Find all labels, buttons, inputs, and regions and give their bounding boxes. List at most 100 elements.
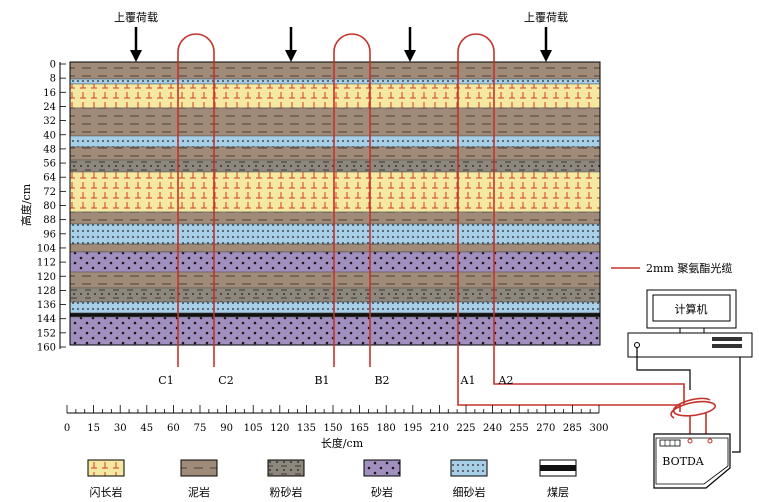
y-axis-title: 高度/cm [19, 183, 33, 226]
y-tick-label: 40 [43, 130, 56, 141]
load-arrow [130, 27, 142, 62]
stratum-layer [69, 243, 601, 253]
y-tick-label: 120 [37, 272, 56, 283]
rock-strata [69, 61, 601, 346]
fiber-legend-label: 2mm 聚氨酯光缆 [646, 261, 732, 275]
y-tick-label: 48 [43, 144, 56, 155]
y-tick-label: 112 [37, 258, 56, 269]
fiber-loop-a [457, 33, 685, 404]
x-tick-label: 60 [167, 423, 180, 434]
fiber-label-c1: C1 [158, 374, 173, 387]
y-tick-label: 0 [50, 60, 56, 71]
x-tick-label: 270 [536, 423, 555, 434]
legend-label-granite: 闪长岩 [90, 485, 123, 499]
stratum-layer [69, 83, 601, 109]
fiber-lead-a1 [457, 400, 681, 412]
x-tick-label: 120 [270, 423, 289, 434]
x-tick-label: 30 [114, 423, 127, 434]
x-tick-label: 255 [510, 423, 529, 434]
x-tick-label: 180 [377, 423, 396, 434]
x-tick-label: 150 [323, 423, 342, 434]
fiber-label-b1: B1 [314, 374, 329, 387]
botda-device [653, 433, 731, 489]
legend-item-sandstone: 砂岩 [363, 459, 401, 499]
fiber-label-c2: C2 [218, 374, 233, 387]
x-tick-label: 0 [64, 423, 70, 434]
load-arrow [404, 27, 416, 62]
x-tick-label: 195 [403, 423, 422, 434]
legend-label-sandstone: 砂岩 [371, 485, 393, 499]
computer-label: 计算机 [675, 302, 708, 316]
x-tick-label: 300 [589, 423, 608, 434]
y-tick-label: 88 [43, 215, 56, 226]
y-tick-label: 64 [43, 173, 56, 184]
stratum-layer [69, 159, 601, 173]
y-tick-label: 96 [43, 229, 56, 240]
legend-item-granite: 闪长岩 [87, 459, 125, 499]
stratum-layer [69, 211, 601, 225]
y-tick-label: 136 [37, 300, 56, 311]
stratum-layer [69, 251, 601, 273]
fiber-label-b2: B2 [374, 374, 389, 387]
y-tick-label: 152 [37, 328, 56, 339]
y-axis: 0 8 16 24 32 40 48 56 64 72 80 88 96 104 112 120 128 136 1… [37, 60, 66, 354]
x-axis-title: 长度/cm [321, 436, 364, 450]
legend-label-mudstone: 泥岩 [188, 485, 210, 499]
y-tick-label: 8 [50, 74, 56, 85]
stratum-layer [69, 107, 601, 137]
legend: 闪长岩 泥岩 粉砂岩 砂岩 细砂岩 煤层 [87, 459, 577, 499]
stratum-layer [69, 146, 601, 161]
load-arrow [285, 27, 297, 62]
stratum-layer [69, 135, 601, 148]
fiber-loops [177, 33, 717, 434]
x-tick-label: 105 [244, 423, 263, 434]
y-tick-label: 104 [37, 243, 56, 254]
x-tick-label: 135 [297, 423, 316, 434]
stratum-layer [69, 171, 601, 213]
x-tick-label: 165 [350, 423, 369, 434]
y-tick-label: 128 [37, 286, 56, 297]
stratum-layer [69, 312, 601, 318]
x-tick-label: 285 [563, 423, 582, 434]
legend-label-coal: 煤层 [547, 486, 569, 499]
stratum-layer [69, 271, 601, 289]
fiber-loop-c [177, 33, 215, 367]
stratum-layer [69, 316, 601, 346]
y-tick-label: 16 [43, 88, 56, 99]
y-tick-label: 80 [43, 201, 56, 212]
computer-icon [627, 289, 753, 358]
y-tick-label: 32 [43, 116, 56, 127]
x-tick-label: 240 [483, 423, 502, 434]
legend-item-finesand: 细砂岩 [450, 459, 488, 499]
y-tick-label: 160 [37, 343, 56, 354]
x-tick-label: 75 [194, 423, 207, 434]
fiber-label-a1: A1 [460, 374, 476, 387]
y-tick-label: 56 [43, 159, 56, 170]
legend-label-finesand: 细砂岩 [453, 485, 486, 499]
y-tick-label: 144 [37, 314, 56, 325]
load-arrows [130, 27, 552, 62]
legend-item-siltstone: 粉砂岩 [267, 459, 305, 499]
y-tick-label: 72 [43, 187, 56, 198]
load-arrow [540, 27, 552, 62]
load-label-left: 上覆荷载 [114, 11, 158, 24]
cable [636, 347, 741, 453]
stratum-layer [69, 78, 601, 85]
stratum-layer [69, 61, 601, 80]
fiber-coil [670, 397, 717, 434]
load-label-right: 上覆荷载 [524, 11, 568, 24]
botda-label: BOTDA [662, 455, 704, 468]
x-tick-label: 90 [220, 423, 233, 434]
stratum-layer [69, 301, 601, 314]
x-tick-label: 15 [87, 423, 100, 434]
x-tick-label: 210 [430, 423, 449, 434]
y-tick-label: 24 [43, 102, 56, 113]
legend-item-mudstone: 泥岩 [180, 459, 218, 499]
x-tick-label: 45 [140, 423, 153, 434]
fiber-label-a2: A2 [498, 374, 514, 387]
stratum-layer [69, 287, 601, 303]
fiber-loop-b [333, 33, 371, 367]
legend-label-siltstone: 粉砂岩 [270, 485, 303, 499]
